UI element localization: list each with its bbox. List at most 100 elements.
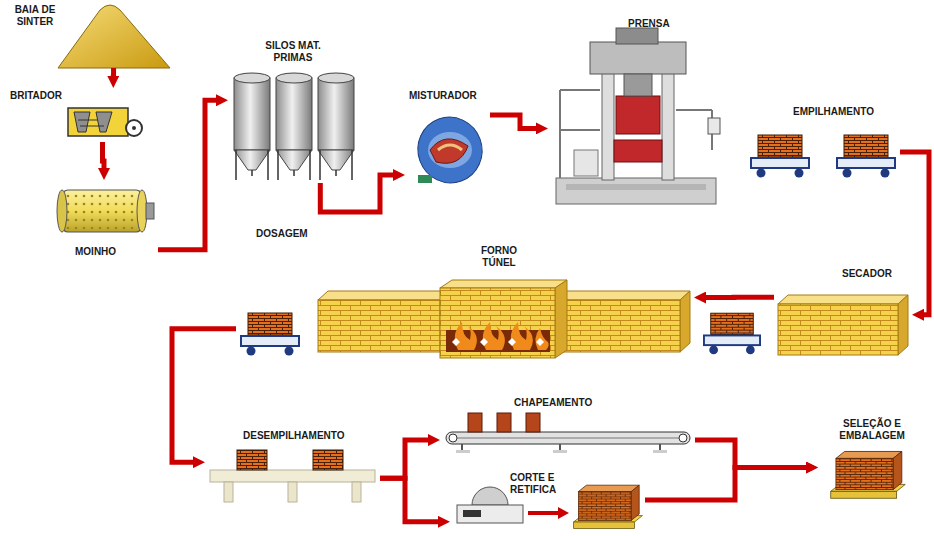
mixer-part bbox=[418, 175, 432, 183]
station-label: DESEMPILHAMENTO bbox=[243, 430, 363, 442]
unstacking-table-part bbox=[313, 450, 343, 470]
unstacking-table-part bbox=[210, 470, 375, 482]
mixer bbox=[409, 108, 492, 192]
raw-material-silos-part bbox=[318, 150, 354, 170]
tunnel-kiln-part bbox=[508, 338, 516, 346]
crusher-part bbox=[132, 126, 136, 130]
tunnel-kiln-part bbox=[535, 328, 548, 350]
process-station: SILOS MAT. PRIMAS bbox=[228, 38, 358, 183]
unstacking-table-part bbox=[288, 482, 297, 502]
station-label: SILOS MAT. PRIMAS bbox=[253, 40, 333, 64]
ball-mill-part bbox=[62, 190, 142, 232]
tunnel-kiln-part bbox=[555, 291, 690, 300]
process-station: PRENSA bbox=[548, 14, 738, 208]
plating-conveyor-part bbox=[462, 444, 660, 453]
flow-arrow bbox=[380, 440, 430, 478]
flow-arrow bbox=[111, 68, 116, 78]
hydraulic-press-part bbox=[566, 184, 706, 190]
raw-material-silos-part bbox=[278, 150, 310, 180]
cutting-machine-part bbox=[558, 507, 569, 519]
hydraulic-press-part bbox=[624, 74, 652, 96]
plating-conveyor-part bbox=[679, 434, 687, 442]
process-station: SECADOR bbox=[774, 266, 912, 358]
station-label: CORTE E RETIFICA bbox=[510, 472, 566, 496]
mixer-part bbox=[430, 139, 468, 163]
process-station: EMPILHAMENTO bbox=[745, 104, 900, 184]
ball-mill-part bbox=[66, 192, 138, 230]
plating-conveyor bbox=[446, 413, 690, 453]
tunnel-kiln-part bbox=[455, 322, 477, 350]
flow-arrow bbox=[900, 152, 929, 315]
raw-material-silos-part bbox=[318, 78, 354, 150]
plating-conveyor-part bbox=[449, 434, 457, 442]
plating-conveyor-part bbox=[526, 413, 540, 432]
process-station: SELEÇÃO E EMBALAGEM bbox=[818, 416, 926, 502]
raw-material-silos-part bbox=[236, 150, 268, 180]
raw-material-silos-part bbox=[234, 150, 270, 170]
hydraulic-press-part bbox=[602, 60, 614, 180]
station-label: FORNO TÚNEL bbox=[474, 245, 524, 269]
station-label: CHAPEAMENTO bbox=[514, 397, 614, 409]
unstacking-table bbox=[210, 450, 375, 502]
process-station: CORTE E RETIFICA bbox=[450, 470, 645, 534]
hydraulic-press-part bbox=[560, 90, 600, 178]
packing-crate bbox=[831, 451, 906, 498]
cutting-machine-part bbox=[574, 485, 643, 528]
raw-material-silos-part bbox=[276, 150, 312, 170]
hydraulic-press-part bbox=[590, 42, 686, 74]
tunnel-kiln-part bbox=[704, 313, 760, 354]
station-label: SELEÇÃO E EMBALAGEM bbox=[824, 418, 920, 442]
sinter-pile bbox=[58, 5, 170, 68]
ball-mill-part bbox=[57, 190, 67, 232]
hydraulic-press-part bbox=[662, 60, 674, 180]
hydraulic-press bbox=[556, 28, 720, 204]
packing-crate-part bbox=[831, 451, 906, 498]
dryer bbox=[778, 295, 908, 355]
station-label: EMPILHAMENTO bbox=[793, 106, 893, 118]
plating-conveyor-part bbox=[653, 450, 667, 453]
tunnel-kiln-part bbox=[318, 291, 450, 300]
tunnel-kiln-part bbox=[440, 280, 567, 288]
tunnel-kiln-part bbox=[511, 322, 533, 350]
tunnel-kiln-part bbox=[555, 300, 680, 352]
crusher-part bbox=[74, 112, 90, 132]
flow-arrow bbox=[320, 175, 395, 212]
flow-arrow bbox=[704, 295, 774, 300]
sinter-pile-part bbox=[58, 5, 170, 68]
unstacking-table-part bbox=[224, 482, 233, 502]
tunnel-kiln-part bbox=[452, 338, 460, 346]
cutting-machine-part bbox=[463, 510, 481, 517]
hydraulic-press-part bbox=[574, 150, 598, 176]
process-station: BRITADOR bbox=[8, 86, 143, 142]
tunnel-kiln-part bbox=[440, 288, 555, 358]
cutting-machine-part bbox=[472, 487, 508, 505]
raw-material-silos-part bbox=[234, 73, 270, 83]
cutting-machine-part bbox=[457, 505, 523, 523]
process-station: MISTURADOR bbox=[405, 88, 490, 188]
flow-arrow bbox=[490, 115, 538, 128]
mixer-part bbox=[438, 145, 462, 150]
station-label: MISTURADOR bbox=[409, 90, 487, 102]
station-label: PRENSA bbox=[628, 18, 678, 30]
process-station: MOINHO bbox=[50, 180, 158, 262]
mixer-part bbox=[428, 132, 472, 168]
station-label: BAIA DE SINTER bbox=[7, 4, 63, 28]
hydraulic-press-part bbox=[616, 96, 660, 134]
hydraulic-press-part bbox=[556, 178, 716, 204]
unstacking-table-part bbox=[237, 450, 267, 470]
crusher-part bbox=[78, 120, 104, 126]
plating-conveyor-part bbox=[553, 450, 567, 453]
tunnel-kiln-part bbox=[241, 313, 299, 356]
cutting-machine-part bbox=[528, 511, 560, 515]
hydraulic-press-part bbox=[676, 110, 712, 150]
plating-conveyor-part bbox=[446, 432, 690, 444]
flow-arrow bbox=[172, 329, 236, 462]
flow-arrow bbox=[645, 468, 808, 500]
stacking-carts-part bbox=[837, 135, 895, 178]
raw-material-silos-part bbox=[320, 150, 352, 180]
plating-conveyor-part bbox=[456, 450, 470, 453]
flow-arrow bbox=[103, 142, 105, 170]
process-station: BAIA DE SINTER bbox=[5, 0, 172, 68]
